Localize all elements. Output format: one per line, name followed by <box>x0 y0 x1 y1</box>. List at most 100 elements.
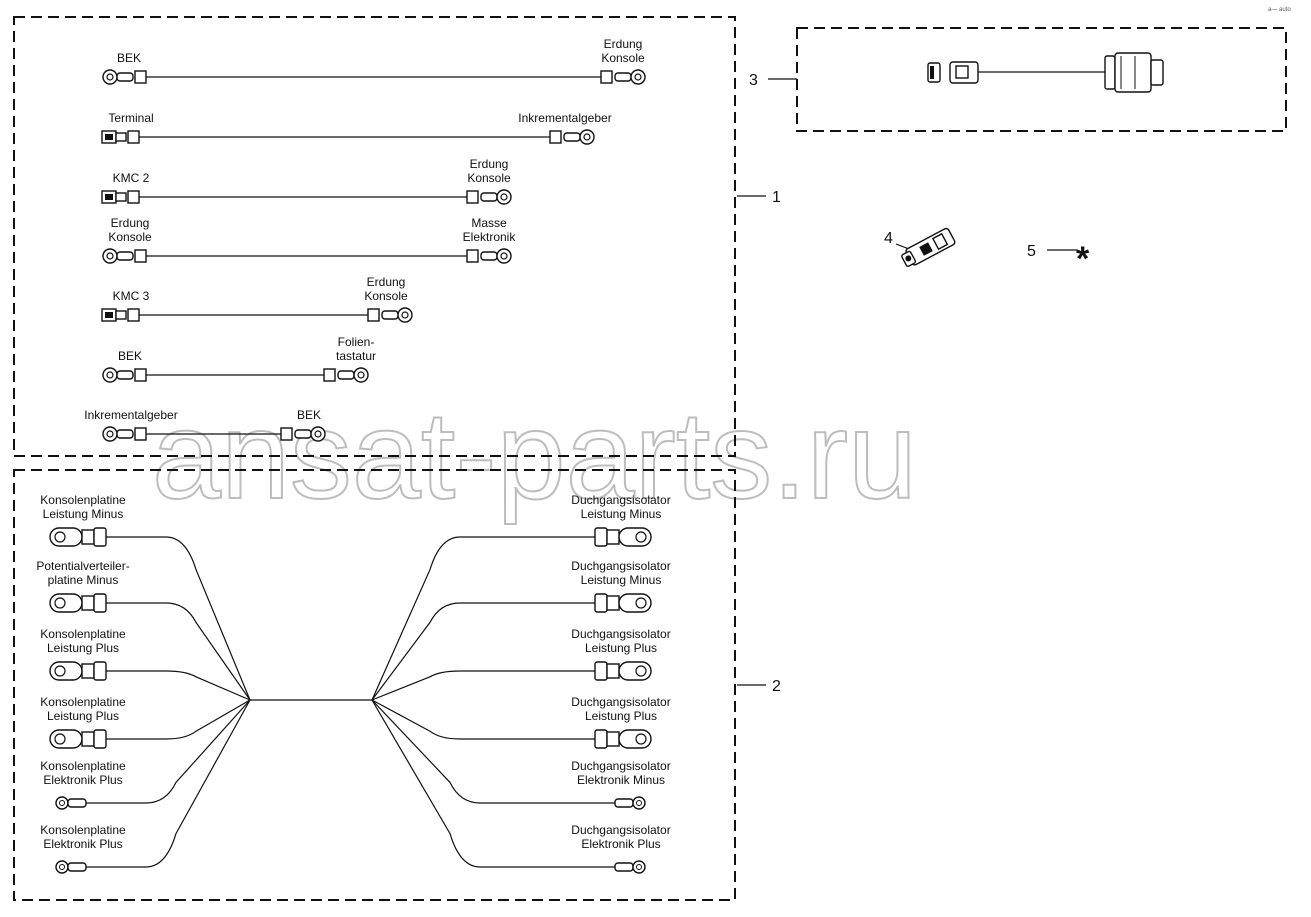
harness-2-left-label: Konsolenplatine <box>40 493 126 507</box>
connector-4 <box>901 227 956 267</box>
corner-mark: a— auto <box>1268 7 1291 13</box>
harness-1-right-label: Erdung <box>604 37 643 51</box>
insulation-sleeve <box>466 190 479 204</box>
crimp-barrel <box>606 529 620 545</box>
harness-1-wire-2 <box>101 129 595 145</box>
insulation-sleeve <box>466 249 479 263</box>
branch-wire <box>371 602 595 701</box>
harness-1-wire-7 <box>102 426 326 442</box>
group-box-1 <box>13 16 736 457</box>
harness-1-left-label: Erdung <box>111 216 150 230</box>
ring-terminal <box>102 426 118 442</box>
harness-2-left-label: Konsolenplatine <box>40 759 126 773</box>
asterisk-symbol: * <box>1076 240 1090 278</box>
harness-2-right-branch-6 <box>371 699 646 874</box>
crimp-barrel <box>81 731 95 747</box>
harness-1-right-label: tastatur <box>336 349 376 363</box>
harness-1-left-label: Konsole <box>108 230 152 244</box>
branch-wire <box>371 699 615 868</box>
harness-1-left-label: KMC 2 <box>113 171 150 185</box>
harness-2-left-label: Leistung Minus <box>43 507 124 521</box>
crimp-barrel <box>81 595 95 611</box>
crimp-barrel <box>337 370 355 380</box>
branch-wire <box>371 699 615 804</box>
harness-2-left-branch-5 <box>55 699 251 810</box>
harness-1-left-label: Terminal <box>108 111 153 125</box>
insulation-sleeve <box>93 661 107 681</box>
callout-5: 5 <box>1027 243 1036 260</box>
ring-terminal <box>353 367 369 383</box>
crimp-barrel <box>67 862 87 872</box>
harness-2-left-branch-1 <box>49 527 251 701</box>
insulation-sleeve <box>594 593 608 613</box>
small-ring-terminal <box>632 860 646 874</box>
ring-terminal <box>496 248 512 264</box>
harness-2-left-branch-6 <box>55 699 251 874</box>
ring-terminal <box>630 69 646 85</box>
harness-1-left-label: BEK <box>118 349 142 363</box>
harness-2-right-branch-2 <box>371 593 652 701</box>
insulation-sleeve <box>367 308 380 322</box>
crimp-barrel <box>480 192 498 202</box>
harness-group-2 <box>49 527 652 874</box>
harness-2-right-label: Elektronik Plus <box>581 837 660 851</box>
group-box-2 <box>13 469 736 901</box>
harness-1-right-label: Konsole <box>467 171 511 185</box>
insulation-sleeve <box>594 729 608 749</box>
insulation-sleeve <box>280 427 293 441</box>
harness-2-right-label: Elektronik Minus <box>577 773 665 787</box>
crimp-barrel <box>606 595 620 611</box>
callout-1: 1 <box>772 189 781 206</box>
insulation-sleeve <box>127 308 140 322</box>
callout-2: 2 <box>772 678 781 695</box>
harness-2-right-label: Leistung Plus <box>585 641 657 655</box>
harness-2-right-label: Duchgangsisolator <box>571 759 670 773</box>
harness-1-left-label: BEK <box>117 51 141 65</box>
harness-1-right-label: Erdung <box>470 157 509 171</box>
group-box-3 <box>796 27 1287 132</box>
crimp-barrel <box>563 132 581 142</box>
small-ring-terminal <box>55 796 69 810</box>
harness-2-left-label: Potentialverteiler- <box>36 559 129 573</box>
harness-group-1 <box>101 69 646 442</box>
harness-1-right-label: Konsole <box>601 51 645 65</box>
callout-3: 3 <box>749 72 758 89</box>
harness-2-right-label: Duchgangsisolator <box>571 627 670 641</box>
branch-wire <box>86 699 251 804</box>
crimp-barrel <box>116 251 134 261</box>
harness-2-left-label: Elektronik Plus <box>43 773 122 787</box>
small-ring-terminal <box>55 860 69 874</box>
harness-2-right-label: Duchgangsisolator <box>571 695 670 709</box>
harness-2-left-label: Konsolenplatine <box>40 627 126 641</box>
harness-2-left-branch-2 <box>49 593 251 701</box>
harness-2-right-branch-1 <box>371 527 652 701</box>
insulation-sleeve <box>134 249 147 263</box>
harness-2-left-label: Konsolenplatine <box>40 823 126 837</box>
crimp-barrel <box>115 310 127 320</box>
branch-wire <box>371 536 595 701</box>
crimp-barrel <box>381 310 399 320</box>
harness-2-right-label: Duchgangsisolator <box>571 559 670 573</box>
branch-wire <box>106 699 251 740</box>
crimp-barrel <box>294 429 312 439</box>
small-ring-terminal <box>632 796 646 810</box>
crimp-barrel <box>480 251 498 261</box>
ring-terminal <box>579 129 595 145</box>
crimp-barrel <box>606 663 620 679</box>
insulation-sleeve <box>93 527 107 547</box>
harness-1-wire-6 <box>102 367 369 383</box>
harness-2-left-label: Elektronik Plus <box>43 837 122 851</box>
harness-1-right-label: Elektronik <box>463 230 517 244</box>
insulation-sleeve <box>93 593 107 613</box>
ring-terminal <box>397 307 413 323</box>
branch-wire <box>371 699 595 740</box>
harness-1-wire-4 <box>102 248 512 264</box>
insulation-sleeve <box>93 729 107 749</box>
harness-2-left-branch-3 <box>49 661 251 701</box>
harness-2-right-label: Leistung Minus <box>581 507 662 521</box>
branch-wire <box>371 670 595 701</box>
harness-1-right-label: Konsole <box>364 289 408 303</box>
crimp-barrel <box>81 529 95 545</box>
